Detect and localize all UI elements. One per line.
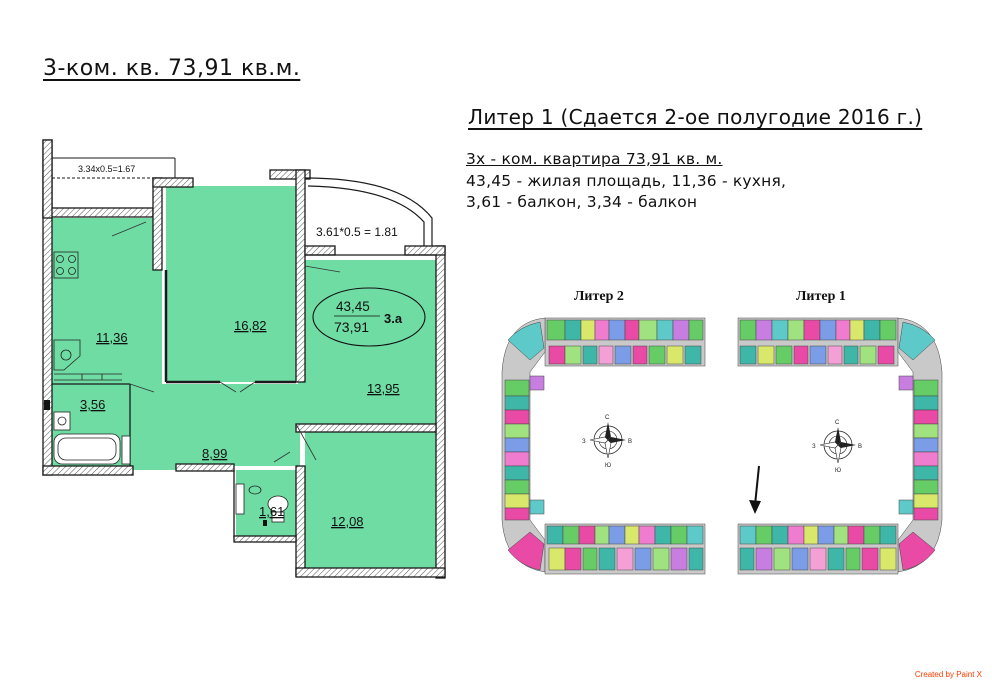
wall-bedroom2-left xyxy=(295,465,306,577)
badge-total-area: 73,91 xyxy=(334,319,369,335)
balcony-right xyxy=(304,177,436,256)
compass1-west: З xyxy=(812,444,816,450)
wall-wc-bottom xyxy=(233,535,297,543)
description-line-2: 43,45 - жилая площадь, 11,36 - кухня, xyxy=(466,172,787,190)
label-bedroom-mid: 16,82 xyxy=(234,318,267,333)
badge-code: 3.а xyxy=(384,311,403,326)
floor-plan: 3.34x0.5=1.67 3.61*0.5 = 1.81 xyxy=(42,139,446,579)
compass2-west: З xyxy=(582,439,586,445)
wall-bottom-left xyxy=(42,465,134,476)
wall-bedroom-living xyxy=(295,169,306,383)
room-living-right xyxy=(296,260,436,428)
wall-kitchen-bedroom xyxy=(152,177,163,271)
kitchen-fixtures xyxy=(53,251,122,381)
badge-living-area: 43,45 xyxy=(336,299,370,314)
wall-bottom xyxy=(295,567,446,578)
description-line-1: 3х - ком. квартира 73,91 кв. м. xyxy=(466,150,723,168)
label-wc: 1,61 xyxy=(259,504,284,519)
room-bedroom-bottom xyxy=(305,432,436,568)
compass2-south: Ю xyxy=(605,463,611,469)
credit-text: Created by Paint X xyxy=(914,670,982,679)
door-swings xyxy=(111,221,341,463)
label-bedroom-bottom: 12,08 xyxy=(331,514,364,529)
compass-liter-2: С Ю З В xyxy=(582,415,632,469)
wall-living-bedroom2 xyxy=(295,423,437,433)
compass1-east: В xyxy=(858,444,862,450)
wall-bedroom-top-right xyxy=(269,169,311,180)
wall-right xyxy=(435,245,446,579)
label-bath: 3,56 xyxy=(80,397,105,412)
wall-living-top-right xyxy=(404,245,446,256)
room-hall xyxy=(130,384,436,470)
room-kitchen-area xyxy=(52,218,162,466)
apartment-badge: 43,45 73,91 3.а xyxy=(312,287,426,347)
label-liter-2: Литер 2 xyxy=(574,289,624,304)
site-plan: Литер 2 Литер 1 xyxy=(501,289,943,575)
room-labels: 11,36 3,56 16,82 13,95 8,99 1,61 12,08 xyxy=(80,318,400,529)
room-fills xyxy=(52,186,436,568)
pointer-arrow xyxy=(749,465,761,514)
label-kitchen: 11,36 xyxy=(96,330,128,345)
balcony-right-formula: 3.61*0.5 = 1.81 xyxy=(316,225,398,239)
compass2-east: В xyxy=(628,439,632,445)
apartment-title: 3-ком. кв. 73,91 кв.м. xyxy=(43,56,301,81)
bath-fixtures xyxy=(53,411,289,523)
balcony-left-formula: 3.34x0.5=1.67 xyxy=(78,164,135,174)
compass1-south: Ю xyxy=(835,468,841,474)
liter-2-building xyxy=(501,317,706,575)
walls xyxy=(42,139,446,579)
marker-left xyxy=(44,400,50,410)
compass2-north: С xyxy=(605,415,610,421)
compass1-north: С xyxy=(835,420,840,426)
wall-hall-wc xyxy=(175,463,235,472)
description-line-3: 3,61 - балкон, 3,34 - балкон xyxy=(466,193,698,211)
label-hall: 8,99 xyxy=(202,446,227,461)
wall-living-top-left xyxy=(304,245,336,256)
wall-bedroom-top-left xyxy=(152,177,194,188)
compass-liter-1: С Ю З В xyxy=(812,420,862,474)
label-living-right: 13,95 xyxy=(367,381,400,396)
room-bedroom-mid xyxy=(166,186,296,382)
liter-1-building xyxy=(737,317,943,575)
label-liter-1: Литер 1 xyxy=(796,289,846,304)
balcony-left xyxy=(52,157,176,179)
marker-wc xyxy=(263,520,267,526)
wall-top-left xyxy=(42,207,154,218)
liter-title: Литер 1 (Сдается 2-ое полугодие 2016 г.) xyxy=(468,105,923,129)
wall-balcony-left xyxy=(42,139,53,219)
